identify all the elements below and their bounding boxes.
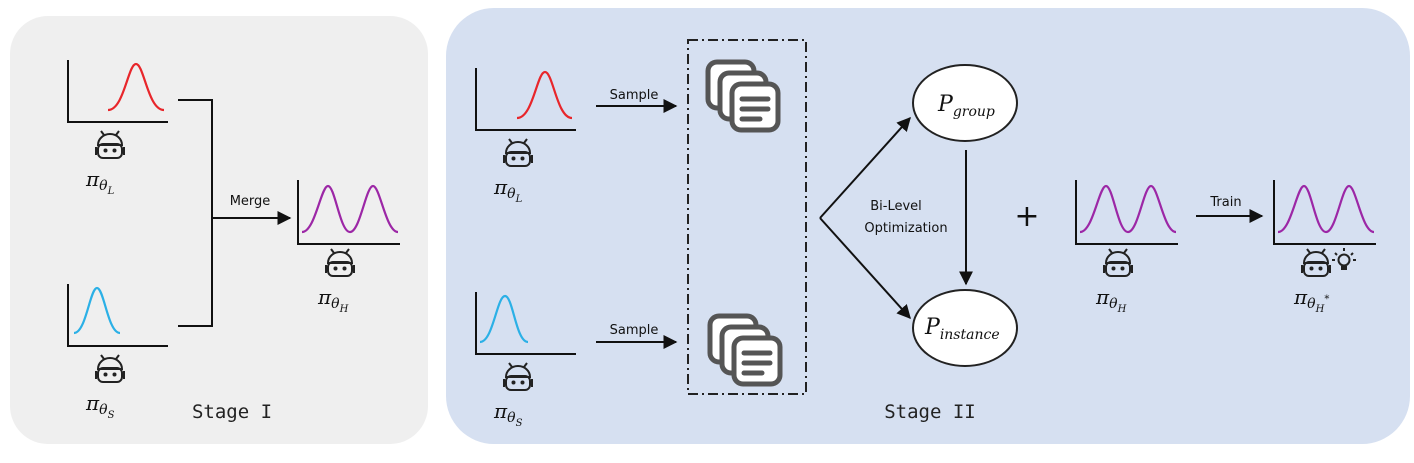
blue-curve xyxy=(73,286,121,335)
subscript-H: H xyxy=(339,304,349,315)
svg-text:πθL: πθL xyxy=(493,175,523,205)
subscript-H-star: H xyxy=(1315,304,1325,315)
p-instance-node xyxy=(912,289,1018,367)
svg-text:πθS: πθS xyxy=(85,391,115,421)
red-curve xyxy=(107,62,165,112)
pi-symbol: π xyxy=(85,167,100,191)
pi-symbol: π xyxy=(85,391,100,415)
p-group-subscript: group xyxy=(953,104,995,120)
svg-text:πθH: πθH xyxy=(317,285,349,315)
theta-symbol: θ xyxy=(99,178,108,194)
subscript-S: S xyxy=(516,418,523,429)
fork-arrow-up xyxy=(819,116,911,219)
svg-text:πθL: πθL xyxy=(85,167,115,197)
plot-theta-L-stage2 xyxy=(475,68,576,131)
lightbulb-icon xyxy=(1332,248,1356,270)
plot-theta-H-star xyxy=(1273,180,1376,245)
plot-theta-H-stage2 xyxy=(1075,180,1178,245)
p-symbol: P xyxy=(937,92,954,117)
purple-curve xyxy=(1079,184,1177,234)
theta-symbol: θ xyxy=(1307,296,1316,312)
p-instance-label: Pinstance xyxy=(924,315,1000,343)
blue-curve xyxy=(479,294,529,344)
plot-theta-S-stage1 xyxy=(67,284,168,347)
theta-symbol: θ xyxy=(331,296,340,312)
stage2-title: Stage II xyxy=(884,401,976,423)
svg-text:πθH: πθH xyxy=(1095,285,1127,315)
subscript-S: S xyxy=(108,410,115,421)
bilevel-label-line2: Optimization xyxy=(864,221,947,236)
subscript-L: L xyxy=(515,194,523,205)
star-superscript: * xyxy=(1324,294,1329,305)
theta-symbol: θ xyxy=(1109,296,1118,312)
merge-bracket xyxy=(178,99,292,327)
pi-symbol: π xyxy=(493,175,508,199)
subscript-L: L xyxy=(107,186,115,197)
sample-box xyxy=(687,39,807,395)
svg-text:πθS: πθS xyxy=(493,399,523,429)
train-label: Train xyxy=(1209,195,1241,210)
theta-symbol: θ xyxy=(99,402,108,418)
p-symbol: P xyxy=(924,315,941,340)
sample-label-top: Sample xyxy=(610,88,659,103)
p-group-node xyxy=(912,64,1018,142)
pi-symbol: π xyxy=(1095,285,1110,309)
pi-symbol: π xyxy=(1293,285,1308,309)
pi-symbol: π xyxy=(317,285,332,309)
purple-curve xyxy=(1277,184,1375,234)
theta-symbol: θ xyxy=(507,186,516,202)
stage1-panel xyxy=(10,16,428,444)
red-curve xyxy=(516,70,573,120)
plot-theta-S-stage2 xyxy=(475,292,576,355)
svg-text:πθH*: πθH* xyxy=(1293,285,1329,315)
fork-arrow-down xyxy=(819,217,911,320)
sample-label-bottom: Sample xyxy=(610,323,659,338)
bilevel-label-line1: Bi-Level xyxy=(870,199,922,214)
merge-label: Merge xyxy=(230,194,271,209)
p-group-label: Pgroup xyxy=(937,92,995,120)
pi-symbol: π xyxy=(493,399,508,423)
theta-symbol: θ xyxy=(507,410,516,426)
plot-theta-H-stage1 xyxy=(297,180,400,245)
p-instance-subscript: instance xyxy=(940,327,1000,343)
purple-curve xyxy=(301,184,399,234)
plus-sign: + xyxy=(1014,199,1039,234)
plot-theta-L-stage1 xyxy=(67,60,168,123)
subscript-H: H xyxy=(1117,304,1127,315)
stage1-title: Stage I xyxy=(192,401,272,423)
